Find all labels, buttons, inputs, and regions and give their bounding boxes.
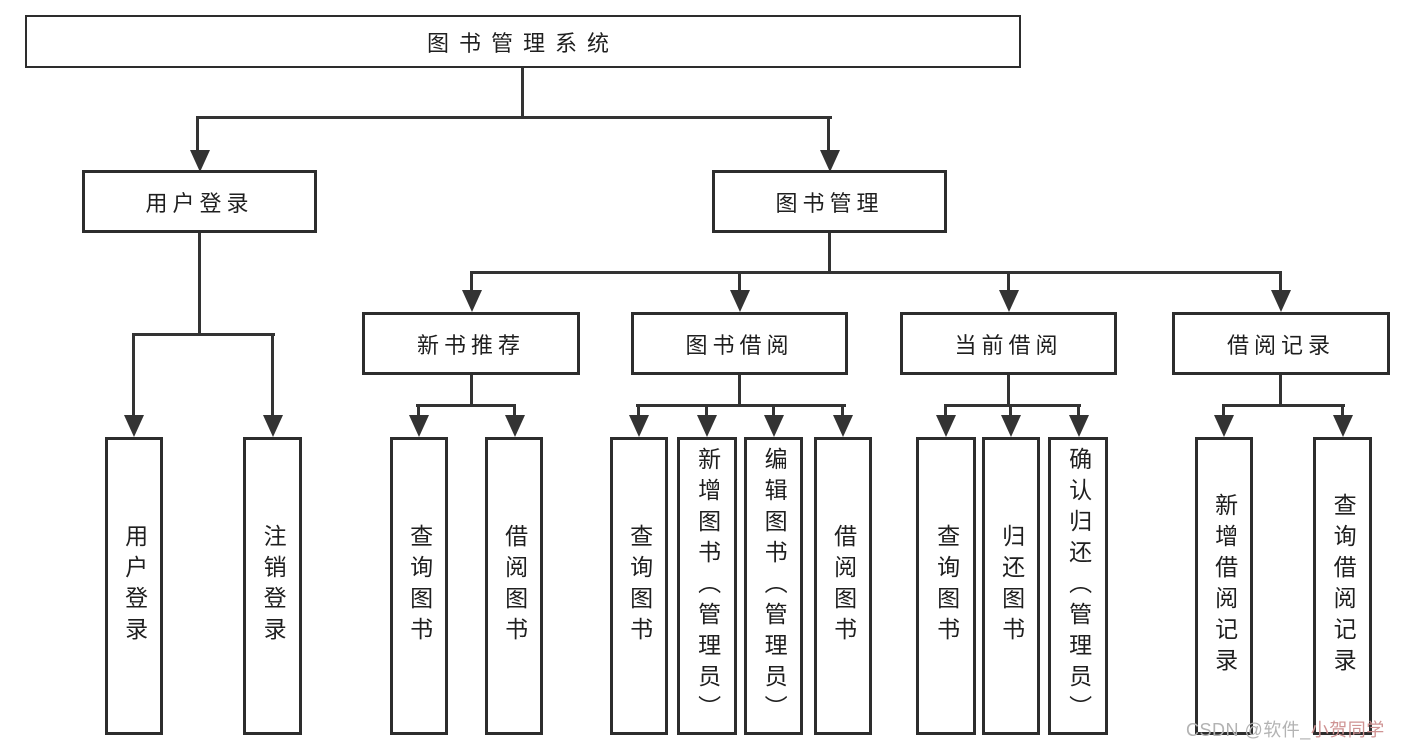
leaf-cb-return-books-label: 归还图书 (998, 524, 1025, 648)
leaf-cb-return-books: 归还图书 (982, 437, 1040, 735)
node-current-borrow-label: 当前借阅 (954, 332, 1063, 358)
leaf-bb-query-books: 查询图书 (610, 437, 668, 735)
leaf-user-login: 用户登录 (105, 437, 163, 735)
connector-line (196, 116, 832, 119)
node-book-mgmt: 图书管理 (712, 170, 947, 233)
arrowhead-down-icon (730, 290, 750, 312)
watermark-suffix: 小贺同学 (1310, 720, 1385, 740)
leaf-bb-add-books-admin-label: 新增图书（管理员） (694, 446, 721, 726)
leaf-bb-add-books-admin: 新增图书（管理员） (677, 437, 737, 735)
leaf-br-add-record-label: 新增借阅记录 (1211, 493, 1238, 679)
arrowhead-down-icon (1271, 290, 1291, 312)
connector-line (417, 404, 420, 418)
connector-line (416, 404, 516, 407)
leaf-br-query-record: 查询借阅记录 (1313, 437, 1372, 735)
connector-line (513, 404, 516, 418)
arrowhead-down-icon (936, 415, 956, 437)
arrowhead-down-icon (1333, 415, 1353, 437)
connector-line (1007, 375, 1010, 406)
connector-line (738, 271, 741, 292)
connector-line (1007, 271, 1010, 292)
connector-line (828, 233, 831, 274)
arrowhead-down-icon (462, 290, 482, 312)
arrowhead-down-icon (124, 415, 144, 437)
leaf-br-add-record: 新增借阅记录 (1195, 437, 1253, 735)
watermark: CSDN @软件_小贺同学 (1186, 716, 1385, 742)
leaf-nbr-borrow-books-label: 借阅图书 (501, 524, 528, 648)
arrowhead-down-icon (190, 150, 210, 172)
arrowhead-down-icon (833, 415, 853, 437)
arrowhead-down-icon (764, 415, 784, 437)
connector-line (132, 333, 275, 336)
node-new-book-rec-label: 新书推荐 (416, 332, 525, 358)
connector-line (196, 116, 199, 152)
connector-line (637, 404, 640, 418)
arrowhead-down-icon (505, 415, 525, 437)
leaf-bb-borrow-books: 借阅图书 (814, 437, 872, 735)
connector-line (470, 271, 1281, 274)
leaf-br-query-record-label: 查询借阅记录 (1330, 493, 1357, 679)
connector-line (827, 116, 830, 152)
node-borrow-records-label: 借阅记录 (1226, 332, 1335, 358)
node-current-borrow: 当前借阅 (900, 312, 1117, 375)
connector-line (1279, 375, 1282, 406)
connector-line (944, 404, 947, 418)
leaf-cb-query-books: 查询图书 (916, 437, 976, 735)
leaf-logout-login-label: 注销登录 (260, 524, 287, 648)
connector-line (1222, 404, 1225, 418)
connector-line (738, 375, 741, 406)
node-user-login: 用户登录 (82, 170, 317, 233)
connector-line (521, 68, 524, 118)
leaf-cb-confirm-return-admin-label: 确认归还（管理员） (1065, 446, 1092, 726)
node-book-borrow-label: 图书借阅 (685, 332, 794, 358)
arrowhead-down-icon (999, 290, 1019, 312)
connector-line (132, 333, 135, 418)
node-borrow-records: 借阅记录 (1172, 312, 1390, 375)
node-root: 图书管理系统 (25, 15, 1021, 68)
leaf-nbr-query-books: 查询图书 (390, 437, 448, 735)
arrowhead-down-icon (629, 415, 649, 437)
node-root-label: 图书管理系统 (426, 30, 619, 56)
leaf-cb-confirm-return-admin: 确认归还（管理员） (1048, 437, 1108, 735)
connector-line (841, 404, 844, 418)
leaf-nbr-borrow-books: 借阅图书 (485, 437, 543, 735)
connector-line (198, 233, 201, 336)
leaf-bb-edit-books-admin-label: 编辑图书（管理员） (761, 446, 788, 726)
node-new-book-rec: 新书推荐 (362, 312, 580, 375)
leaf-nbr-query-books-label: 查询图书 (406, 524, 433, 648)
connector-line (470, 375, 473, 406)
node-book-mgmt-label: 图书管理 (775, 190, 884, 216)
node-book-borrow: 图书借阅 (631, 312, 848, 375)
leaf-logout-login: 注销登录 (243, 437, 302, 735)
watermark-prefix: CSDN @软件_ (1186, 720, 1311, 740)
connector-line (636, 404, 846, 407)
arrowhead-down-icon (697, 415, 717, 437)
connector-line (944, 404, 1081, 407)
connector-line (470, 271, 473, 292)
connector-line (705, 404, 708, 418)
connector-line (1009, 404, 1012, 418)
connector-line (1222, 404, 1345, 407)
leaf-bb-edit-books-admin: 编辑图书（管理员） (744, 437, 803, 735)
connector-line (772, 404, 775, 418)
arrowhead-down-icon (409, 415, 429, 437)
node-user-login-label: 用户登录 (145, 190, 254, 216)
connector-line (1279, 271, 1282, 292)
arrowhead-down-icon (1214, 415, 1234, 437)
connector-line (1077, 404, 1080, 418)
connector-line (1341, 404, 1344, 418)
leaf-user-login-label: 用户登录 (121, 524, 148, 648)
leaf-cb-query-books-label: 查询图书 (933, 524, 960, 648)
arrowhead-down-icon (1069, 415, 1089, 437)
arrowhead-down-icon (263, 415, 283, 437)
leaf-bb-query-books-label: 查询图书 (626, 524, 653, 648)
leaf-bb-borrow-books-label: 借阅图书 (830, 524, 857, 648)
arrowhead-down-icon (820, 150, 840, 172)
arrowhead-down-icon (1001, 415, 1021, 437)
connector-line (271, 333, 274, 418)
